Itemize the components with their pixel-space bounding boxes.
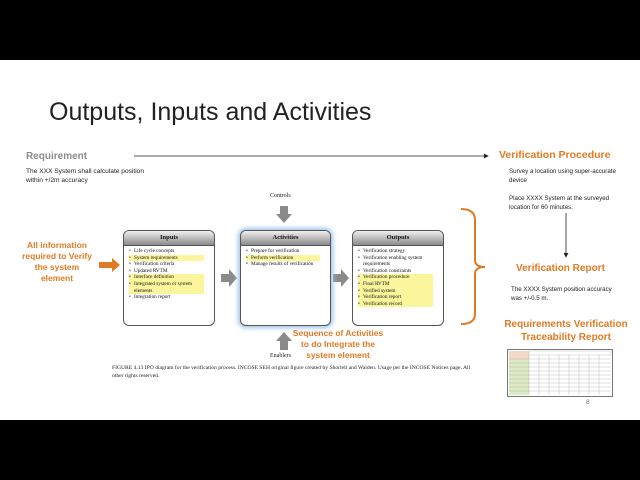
list-item: Verification report bbox=[358, 294, 433, 301]
inputs-list: Life cycle conceptsSystem requirementsVe… bbox=[124, 248, 214, 301]
list-item: Life cycle concepts bbox=[129, 248, 214, 255]
list-item: Verification criteria bbox=[129, 261, 214, 268]
list-item: Integration report bbox=[129, 294, 214, 301]
list-item: Interface definition bbox=[129, 274, 204, 281]
list-item: Prepare for verification bbox=[246, 248, 330, 255]
activities-box: Activities Prepare for verificationPerfo… bbox=[240, 230, 331, 326]
list-item: Verification record bbox=[358, 300, 433, 308]
inputs-to-activities-arrow bbox=[221, 269, 237, 287]
list-item: Manage results of verification bbox=[246, 261, 330, 268]
requirement-heading: Requirement bbox=[26, 151, 88, 162]
verification-report-heading: Verification Report bbox=[516, 263, 605, 274]
outputs-title: Outputs bbox=[353, 231, 443, 246]
list-item: System requirements bbox=[129, 254, 204, 262]
connector-arrows bbox=[99, 153, 569, 350]
activities-to-outputs-arrow bbox=[333, 269, 349, 287]
list-item: Updated RVTM bbox=[129, 268, 214, 275]
sequence-label: Sequence of Activities to do Integrate t… bbox=[292, 328, 384, 360]
enablers-arrow bbox=[276, 332, 292, 350]
all-info-label: All information required to Verify the s… bbox=[22, 240, 92, 283]
list-item: Verification constraints bbox=[358, 268, 443, 275]
verification-report-text: The XXXX System position accuracy was +/… bbox=[511, 286, 612, 302]
list-item: Verification strategy bbox=[358, 248, 443, 255]
rvtr-heading: Requirements Verification Traceability R… bbox=[504, 319, 628, 343]
figure-caption: FIGURE 4.13 IPO diagram for the verifica… bbox=[112, 365, 471, 379]
outputs-list: Verification strategyVerification enabli… bbox=[353, 248, 443, 308]
verification-procedure-step2: Place XXXX System at the surveyed locati… bbox=[509, 195, 610, 211]
controls-arrow bbox=[276, 206, 292, 223]
inputs-title: Inputs bbox=[124, 231, 214, 246]
requirement-text: The XXX System shall calculate position … bbox=[26, 168, 145, 184]
verification-procedure-heading: Verification Procedure bbox=[499, 149, 611, 161]
list-item: Verified system bbox=[358, 287, 433, 295]
rvtm-table-thumbnail bbox=[507, 349, 613, 397]
verification-procedure-step1: Survey a location using super-accurate d… bbox=[509, 168, 616, 184]
controls-label: Controls bbox=[270, 193, 291, 199]
inputs-box: Inputs Life cycle conceptsSystem require… bbox=[123, 230, 215, 326]
page-number: 8 bbox=[586, 399, 590, 406]
slide-title: Outputs, Inputs and Activities bbox=[49, 98, 372, 126]
list-item: Integrated system or system elements bbox=[129, 280, 204, 295]
enablers-label: Enablers bbox=[270, 353, 291, 359]
orange-brace bbox=[460, 208, 486, 325]
all-info-arrow bbox=[99, 258, 120, 272]
list-item: Verification procedure bbox=[358, 274, 433, 281]
list-item: Final RVTM bbox=[358, 280, 433, 288]
list-item: Verification enabling system requirement… bbox=[358, 255, 443, 268]
list-item: Perform verification bbox=[246, 254, 320, 262]
activities-list: Prepare for verificationPerform verifica… bbox=[241, 248, 330, 268]
outputs-box: Outputs Verification strategyVerificatio… bbox=[352, 230, 444, 326]
slide: Outputs, Inputs and Activities Requireme… bbox=[0, 60, 640, 420]
activities-title: Activities bbox=[241, 231, 330, 246]
